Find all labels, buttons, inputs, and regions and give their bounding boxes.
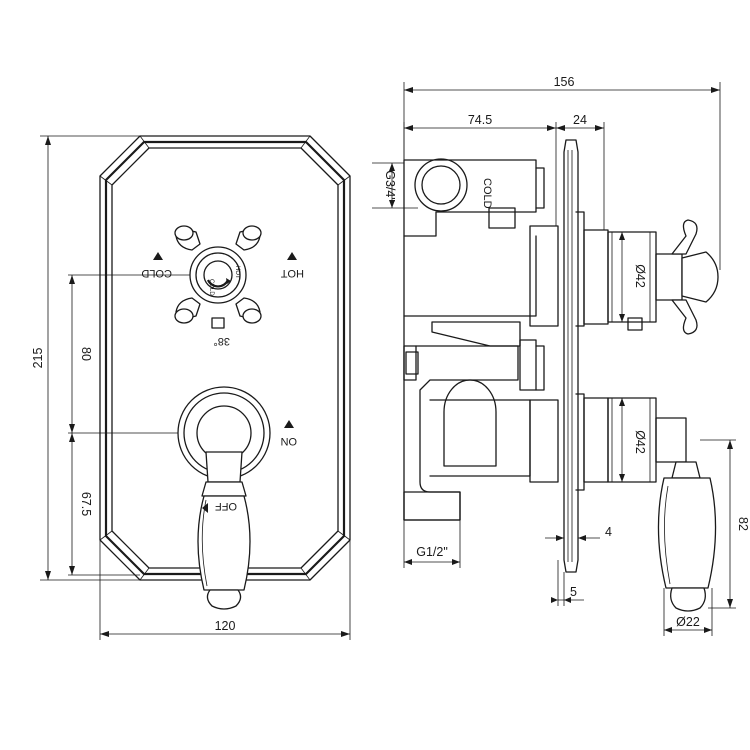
lower-handle-side [583, 397, 717, 612]
dim-handle-spacing: 80 [79, 347, 93, 361]
dim-inlet-thread: G3/4" [383, 170, 397, 202]
dim-plate-thickness: 4 [605, 525, 612, 539]
lower-diameter-label: Ø42 [633, 430, 647, 454]
front-dimensions [40, 135, 351, 640]
front-view: COLD HOT COLD HOT 38° ON OFF [31, 135, 351, 640]
faceplate-bevel-corner-lines [99, 135, 351, 581]
dim-total-depth: 156 [554, 75, 575, 89]
off-label: OFF [215, 500, 237, 512]
hot-label: HOT [281, 267, 305, 279]
temperature-cross-handle [174, 225, 262, 329]
on-arrow-icon [284, 420, 294, 428]
body-cold-label: COLD [481, 178, 493, 209]
dial-cold-label: COLD [208, 279, 214, 296]
wall-plate [563, 139, 585, 573]
dial-hot-label: HOT [234, 266, 240, 279]
flow-lever-handle [177, 386, 271, 610]
hot-arrow-icon [287, 252, 297, 260]
dim-height: 215 [31, 348, 45, 369]
off-arrow-icon [202, 503, 208, 513]
temperature-label: 38° [213, 335, 230, 347]
valve-body [403, 158, 559, 521]
upper-diameter-label: Ø42 [633, 264, 647, 288]
side-view: Ø42 Ø42 COLD [372, 75, 750, 636]
dim-lower-offset: 67.5 [79, 492, 93, 516]
dim-width: 120 [215, 619, 236, 633]
dim-lever-diameter: Ø22 [676, 615, 700, 629]
upper-handle-side [583, 219, 719, 335]
dim-outlet-thread: G1/2" [416, 545, 448, 559]
dim-plate-to-handle: 24 [573, 113, 587, 127]
dim-body-depth: 74.5 [468, 113, 492, 127]
on-label: ON [280, 435, 297, 447]
side-dimensions [372, 82, 736, 636]
dim-plate-offset: 5 [570, 585, 577, 599]
cold-arrow-icon [153, 252, 163, 260]
cold-label: COLD [141, 267, 172, 279]
dim-lever-length: 82 [736, 517, 750, 531]
